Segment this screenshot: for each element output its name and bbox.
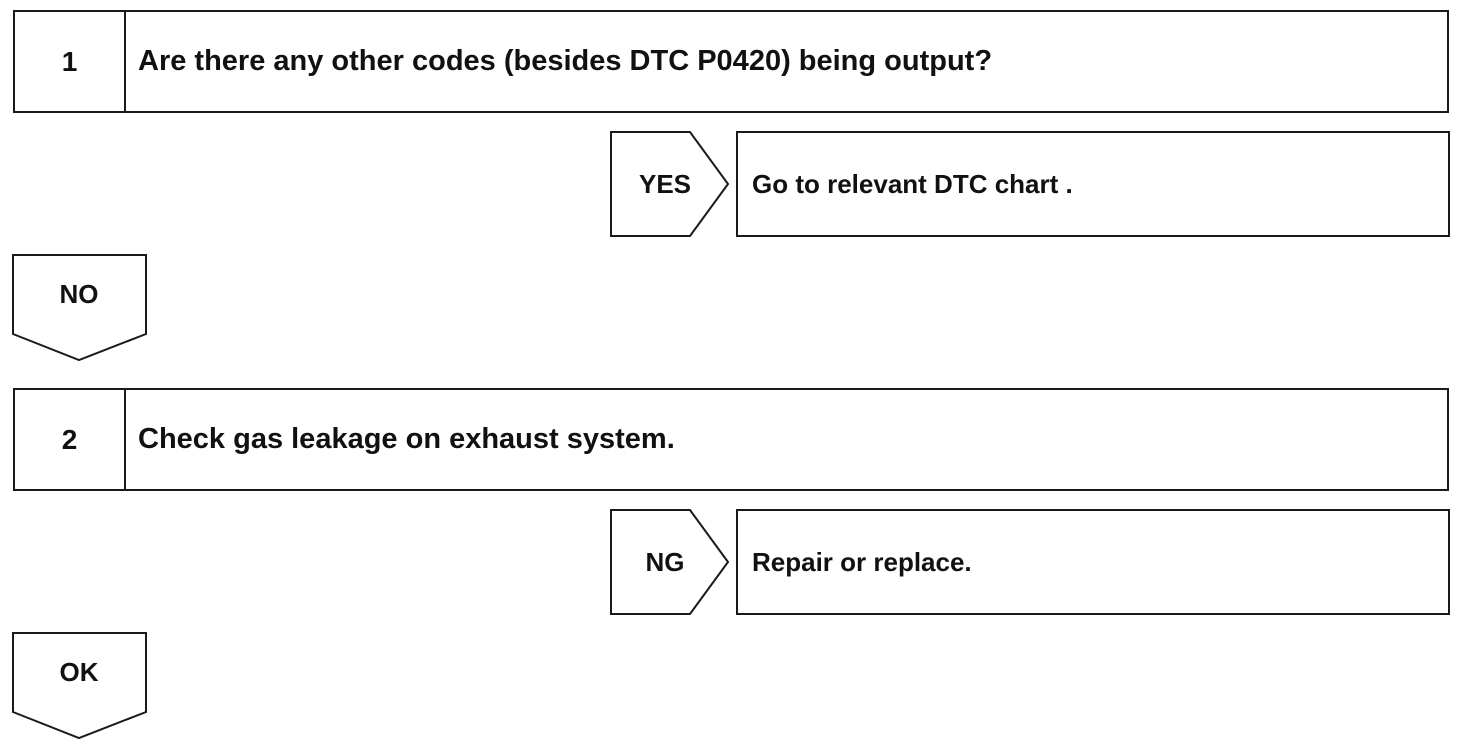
ng-branch-tag: NG <box>610 509 730 615</box>
down-arrow-tag-shape <box>12 254 147 362</box>
step-1-question: Are there any other codes (besides DTC P… <box>138 45 993 77</box>
no-flow-label: NO <box>59 278 99 309</box>
yes-branch-label: YES <box>638 168 692 199</box>
yes-branch-tag: YES <box>610 131 730 237</box>
step-2-box: 2 Check gas leakage on exhaust system. <box>13 388 1449 491</box>
ng-branch-label: NG <box>645 546 685 577</box>
no-flow-tag: NO <box>12 254 148 362</box>
yes-result-box: Go to relevant DTC chart . <box>736 131 1450 237</box>
step-1-box: 1 Are there any other codes (besides DTC… <box>13 10 1449 113</box>
step-1-number: 1 <box>15 12 126 111</box>
right-arrow-tag-shape <box>610 131 730 237</box>
ok-flow-tag: OK <box>12 632 148 740</box>
down-arrow-tag-shape <box>12 632 147 740</box>
step-2-number: 2 <box>15 390 126 489</box>
step-2-instruction: Check gas leakage on exhaust system. <box>138 423 675 455</box>
ok-flow-label: OK <box>59 656 99 687</box>
ng-result-box: Repair or replace. <box>736 509 1450 615</box>
right-arrow-tag-shape <box>610 509 730 615</box>
